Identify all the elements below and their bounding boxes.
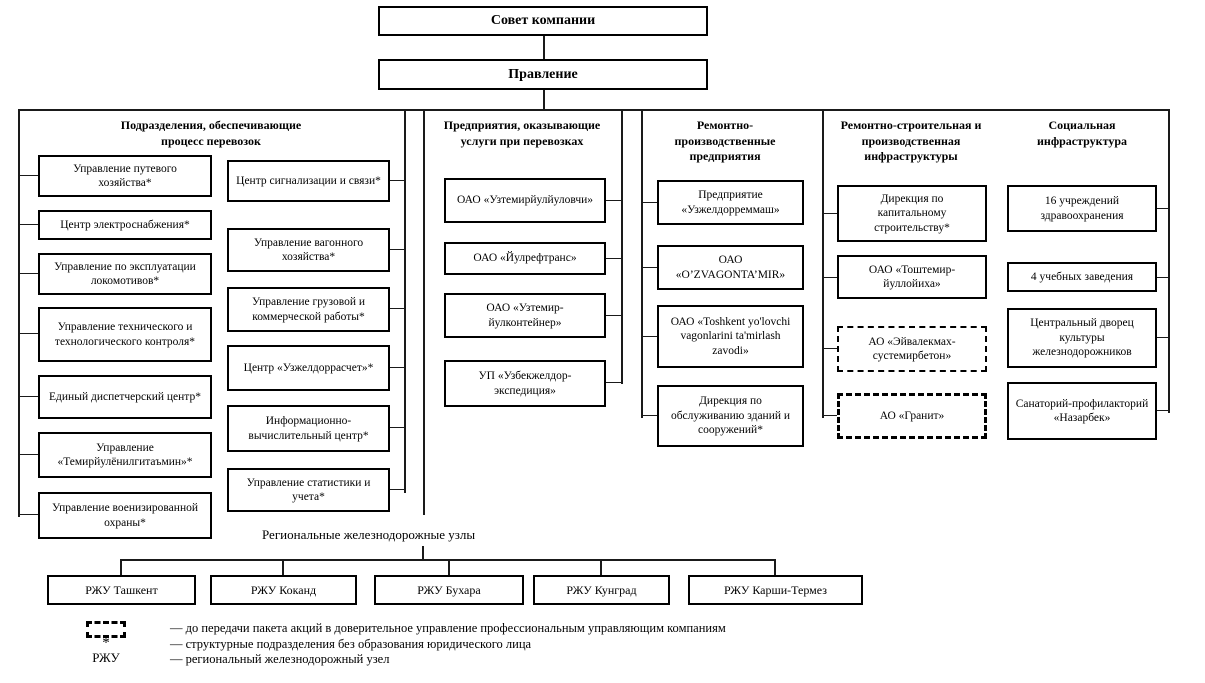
org-box: Санаторий-профилакторий «Назарбек» xyxy=(1007,382,1157,440)
org-box-dashed: АО «Эйвалекмах-сустемирбетон» xyxy=(837,326,987,372)
connector-line xyxy=(20,396,38,397)
connector-line xyxy=(643,202,657,203)
connector-line xyxy=(20,454,38,455)
org-box: ОАО «Узтемирйулйуловчи» xyxy=(444,178,606,223)
connector-line xyxy=(20,273,38,274)
legend-rzu-symbol: РЖУ xyxy=(92,650,120,665)
connector-line xyxy=(390,180,404,181)
connector-line xyxy=(774,559,776,575)
rzu-box: РЖУ Ташкент xyxy=(47,575,196,605)
org-box: Единый диспетчерский центр* xyxy=(38,375,212,419)
connector-line xyxy=(824,213,837,214)
org-box: Центр сигнализации и связи* xyxy=(227,160,390,202)
connector-line xyxy=(404,109,406,493)
rzu-box: РЖУ Коканд xyxy=(210,575,357,605)
connector-line xyxy=(390,489,404,490)
connector-line xyxy=(390,367,404,368)
org-box: Управление путевого хозяйства* xyxy=(38,155,212,197)
connector-line xyxy=(824,348,837,349)
rzu-box: РЖУ Кунград xyxy=(533,575,670,605)
connector-line xyxy=(621,109,623,384)
org-box: ОАО «Узтемир-йулконтейнер» xyxy=(444,293,606,338)
rzu-box: РЖУ Карши-Термез xyxy=(688,575,863,605)
legend-asterisk-symbol: * xyxy=(102,635,110,651)
connector-line xyxy=(20,224,38,225)
connector-line xyxy=(824,415,837,416)
connector-line xyxy=(822,109,824,418)
org-box: Управление «Темирйулёнилгитаъмин»* xyxy=(38,432,212,478)
org-box: Предприятие «Узжелдорреммаш» xyxy=(657,180,804,225)
connector-line xyxy=(606,315,621,316)
org-box: Дирекция по обслуживанию зданий и сооруж… xyxy=(657,385,804,447)
org-box-dashed: АО «Гранит» xyxy=(837,393,987,439)
connector-line xyxy=(606,200,621,201)
org-box: Информационно-вычислительный центр* xyxy=(227,405,390,452)
connector-line xyxy=(1157,410,1168,411)
org-box: УП «Узбекжелдор-экспедиция» xyxy=(444,360,606,407)
group-title-social-infrastructure: Социальная инфраструктура xyxy=(1036,118,1127,148)
org-box: ОАО «Toshkent yo'lovchi vagonlarini ta'm… xyxy=(657,305,804,368)
group-title-repair-production: Ремонтно-производственные предприятия xyxy=(674,118,776,164)
connector-line xyxy=(423,109,425,515)
connector-line xyxy=(543,36,545,59)
rzu-box: РЖУ Бухара xyxy=(374,575,524,605)
group-title-construction-infrastructure: Ремонтно-строительная и производственная… xyxy=(840,118,982,164)
org-box: Управление грузовой и коммерческой работ… xyxy=(227,287,390,332)
connector-line xyxy=(1157,208,1168,209)
legend-text: — до передачи пакета акций в доверительн… xyxy=(170,621,726,635)
connector-line xyxy=(1157,277,1168,278)
connector-line xyxy=(20,333,38,334)
org-box: ОАО «Тоштемир-йуллойиха» xyxy=(837,255,987,299)
connector-line xyxy=(643,415,657,416)
connector-line xyxy=(641,109,643,418)
org-box: ОАО «O’ZVAGONTA’MIR» xyxy=(657,245,804,290)
org-box: ОАО «Йулрефтранс» xyxy=(444,242,606,275)
org-box: Центральный дворец культуры железнодорож… xyxy=(1007,308,1157,368)
org-box: Управление статистики и учета* xyxy=(227,468,390,512)
org-box: Управление вагонного хозяйства* xyxy=(227,228,390,272)
connector-line xyxy=(18,109,1170,111)
connector-line xyxy=(643,267,657,268)
connector-line xyxy=(600,559,602,575)
connector-line xyxy=(20,175,38,176)
group-title-transport-divisions: Подразделения, обеспечивающие процесс пе… xyxy=(120,118,302,148)
connector-line xyxy=(1168,109,1170,413)
connector-line xyxy=(448,559,450,575)
regional-label: Региональные железнодорожные узлы xyxy=(262,527,476,542)
connector-line xyxy=(606,258,621,259)
connector-line xyxy=(824,277,837,278)
connector-line xyxy=(643,336,657,337)
group-title-service-enterprises: Предприятия, оказывающие услуги при пере… xyxy=(443,118,601,148)
connector-line xyxy=(20,514,38,515)
connector-line xyxy=(18,109,20,517)
connector-line xyxy=(1157,337,1168,338)
board-box: Правление xyxy=(378,59,708,90)
connector-line xyxy=(390,427,404,428)
org-box: 16 учреждений здравоохранения xyxy=(1007,185,1157,232)
legend-text: — структурные подразделения без образова… xyxy=(170,637,532,651)
org-box: Управление военизированной охраны* xyxy=(38,492,212,539)
org-box: Центр «Узжелдоррасчет»* xyxy=(227,345,390,391)
connector-line xyxy=(390,308,404,309)
legend-text: — региональный железнодорожный узел xyxy=(170,652,390,666)
org-box: 4 учебных заведения xyxy=(1007,262,1157,292)
connector-line xyxy=(282,559,284,575)
org-box: Центр электроснабжения* xyxy=(38,210,212,240)
legend-dashed-box-icon xyxy=(86,621,126,638)
connector-line xyxy=(120,559,122,575)
connector-line xyxy=(606,382,621,383)
org-box: Управление по эксплуатации локомотивов* xyxy=(38,253,212,295)
connector-line xyxy=(390,249,404,250)
connector-line xyxy=(422,546,424,560)
org-box: Дирекция по капитальному строительству* xyxy=(837,185,987,242)
council-box: Совет компании xyxy=(378,6,708,36)
connector-line xyxy=(543,90,545,109)
org-box: Управление технического и технологическо… xyxy=(38,307,212,362)
